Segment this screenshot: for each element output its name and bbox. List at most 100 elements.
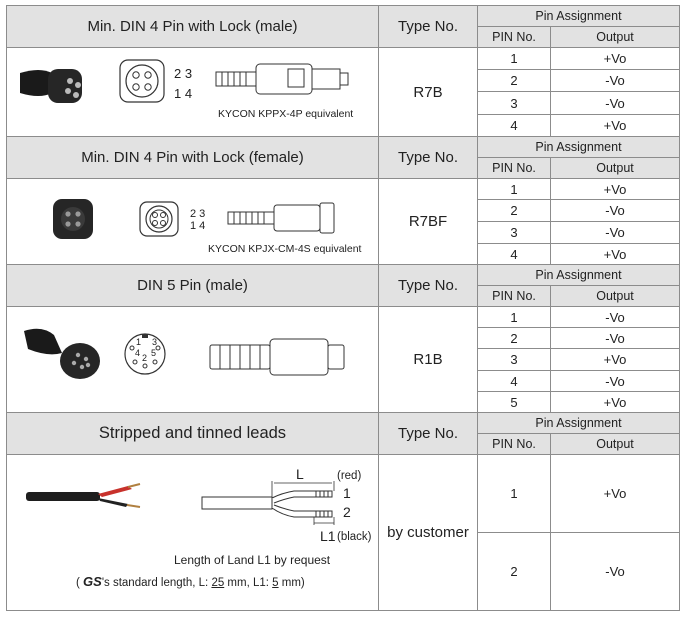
din5-pin-num: 4	[135, 348, 141, 358]
table-row: 4	[477, 114, 551, 137]
table-row: +Vo	[550, 178, 680, 200]
s2-type-no: R7BF	[378, 178, 478, 265]
table-row: 5	[477, 391, 551, 413]
pin-no: 2	[510, 203, 518, 218]
s1-pin-labels-top: 2 3	[174, 66, 193, 81]
spec-table: Min. DIN 4 Pin with Lock (male) Type No.…	[6, 5, 680, 611]
table-row: -Vo	[550, 199, 680, 222]
table-row: -Vo	[550, 327, 680, 349]
din4-female-connector-drawing	[227, 202, 335, 234]
table-row: 1	[477, 454, 551, 533]
table-row: 2	[477, 327, 551, 349]
table-row: -Vo	[550, 306, 680, 328]
red-label: (red)	[337, 470, 362, 482]
pin-output: +Vo	[603, 394, 627, 410]
L1-value: 5	[272, 577, 279, 589]
din4-male-plug-photo	[20, 69, 82, 103]
table-row: +Vo	[550, 391, 680, 413]
pin-no: 1	[510, 181, 518, 197]
gs-logo: GS	[83, 574, 102, 589]
din4-female-pinout-icon	[139, 201, 179, 237]
pin-output: +Vo	[603, 486, 627, 501]
table-row: 3	[477, 221, 551, 244]
leads-dimension-drawing	[201, 481, 335, 525]
table-row: +Vo	[550, 114, 680, 137]
lead-1-label: 1	[343, 485, 351, 501]
s2-pin-labels-bottom: 1 4	[190, 220, 206, 232]
s3-title: DIN 5 Pin (male)	[6, 264, 379, 307]
note-mm2: mm)	[278, 577, 305, 589]
table-row: +Vo	[550, 47, 680, 70]
pin-output: -Vo	[605, 225, 625, 240]
dim-L1-label: L1	[320, 528, 336, 544]
din4-male-pinout-icon	[119, 59, 165, 103]
pin-output: +Vo	[603, 352, 627, 367]
s3-output-header: Output	[550, 285, 680, 307]
pin-output: -Vo	[605, 309, 625, 325]
pin-no: 1	[510, 486, 518, 501]
s2-pin-no-header: PIN No.	[477, 157, 551, 179]
pin-no: 3	[510, 352, 518, 367]
pin-no: 5	[510, 394, 518, 410]
table-row: -Vo	[550, 69, 680, 92]
s1-equivalent: KYCON KPPX-4P equivalent	[218, 108, 354, 120]
din4-female-socket-photo	[53, 199, 93, 239]
pin-no: 2	[510, 564, 518, 579]
table-row: 3	[477, 91, 551, 115]
s3-pin-no-header: PIN No.	[477, 285, 551, 307]
dim-L-label: L	[296, 466, 304, 482]
pin-output: -Vo	[605, 330, 625, 346]
table-row: 2	[477, 532, 551, 611]
din4-male-connector-drawing	[215, 63, 349, 95]
din5-pinout-icon	[124, 333, 166, 375]
s4-output-header: Output	[550, 433, 680, 455]
s1-title: Min. DIN 4 Pin with Lock (male)	[6, 5, 379, 48]
s4-title: Stripped and tinned leads	[6, 412, 379, 455]
L-value: 25	[211, 577, 225, 589]
pin-output: +Vo	[603, 181, 627, 197]
table-row: -Vo	[550, 221, 680, 244]
s1-pin-labels-bottom: 1 4	[174, 86, 193, 101]
s2-pin-labels-top: 2 3	[190, 208, 206, 220]
s2-pin-assignment-header: Pin Assignment	[477, 136, 680, 158]
pin-no: 1	[510, 51, 518, 66]
pin-output: +Vo	[603, 246, 627, 262]
table-row: 2	[477, 199, 551, 222]
s2-title: Min. DIN 4 Pin with Lock (female)	[6, 136, 379, 179]
note-line-1: Length of Land L1 by request	[174, 553, 331, 567]
pin-output: -Vo	[605, 373, 625, 389]
pin-output: -Vo	[605, 73, 625, 88]
s4-pin-no-header: PIN No.	[477, 433, 551, 455]
stripped-leads-photo	[26, 483, 141, 508]
pin-no: 4	[510, 246, 518, 262]
note-prefix: (	[76, 577, 84, 589]
s3-type-header: Type No.	[378, 264, 478, 307]
table-row: +Vo	[550, 454, 680, 533]
s1-pin-assignment-header: Pin Assignment	[477, 5, 680, 27]
s3-type-no: R1B	[378, 306, 478, 413]
s1-type-header: Type No.	[378, 5, 478, 48]
table-row: +Vo	[550, 348, 680, 371]
s2-output-header: Output	[550, 157, 680, 179]
note-line-2: ( GS's standard length, L: 25 mm, L1: 5 …	[76, 574, 305, 589]
din5-pin-num: 1	[136, 337, 142, 347]
din5-pin-num: 5	[151, 348, 157, 358]
s2-type-header: Type No.	[378, 136, 478, 179]
table-row: -Vo	[550, 91, 680, 115]
table-row: -Vo	[550, 370, 680, 392]
pin-output: -Vo	[605, 95, 625, 111]
din5-pin-num: 3	[152, 337, 158, 347]
s1-type-no: R7B	[378, 47, 478, 137]
pin-no: 2	[510, 330, 518, 346]
pin-no: 3	[510, 95, 518, 111]
table-row: 2	[477, 69, 551, 92]
pin-output: +Vo	[603, 51, 627, 66]
s1-output-header: Output	[550, 26, 680, 48]
pin-output: -Vo	[605, 564, 625, 579]
s4-pin-assignment-header: Pin Assignment	[477, 412, 680, 434]
pin-no: 1	[510, 309, 518, 325]
s4-type-header: Type No.	[378, 412, 478, 455]
din5-connector-drawing	[209, 338, 345, 376]
lead-2-label: 2	[343, 504, 351, 520]
pin-output: +Vo	[603, 118, 627, 133]
